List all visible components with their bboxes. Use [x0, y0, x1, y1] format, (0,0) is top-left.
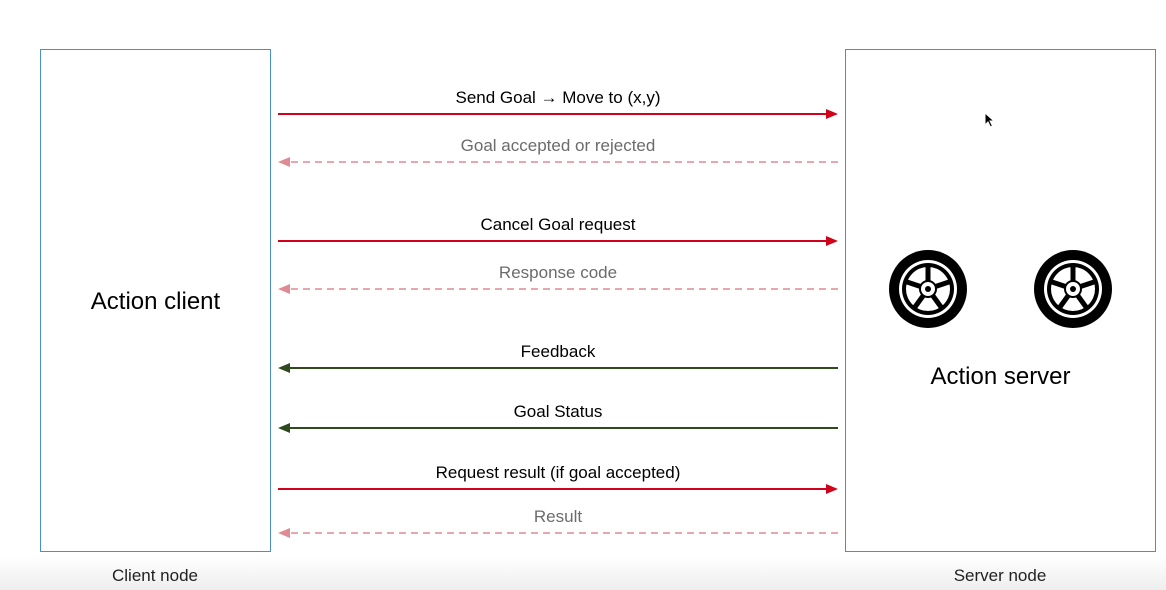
server-title: Action server [930, 363, 1071, 390]
client-box: Action client [40, 49, 271, 552]
message-label: Cancel Goal request [480, 215, 636, 234]
message-arrowhead [278, 284, 290, 294]
message-label: Goal Status [513, 402, 603, 421]
message-label: Result [533, 507, 583, 526]
message-arrowhead [278, 157, 290, 167]
message-arrowhead [826, 484, 838, 494]
client-title: Action client [90, 288, 221, 315]
bottom-fade [0, 556, 1166, 590]
mouse-pointer-icon [984, 111, 996, 128]
wheel-icon [1033, 249, 1113, 329]
message-label: Send Goal → Move to (x,y) [455, 88, 661, 107]
message-arrowhead [826, 109, 838, 119]
wheel-icon [888, 249, 968, 329]
message-arrowhead [278, 423, 290, 433]
message-label: Feedback [520, 342, 596, 361]
client-node-label: Client node [111, 566, 198, 585]
message-label: Response code [498, 263, 618, 282]
message-arrowhead [826, 236, 838, 246]
message-label: Goal accepted or rejected [460, 136, 656, 155]
server-node-label: Server node [953, 566, 1047, 585]
message-arrowhead [278, 528, 290, 538]
message-arrowhead [278, 363, 290, 373]
message-label: Request result (if goal accepted) [435, 463, 681, 482]
